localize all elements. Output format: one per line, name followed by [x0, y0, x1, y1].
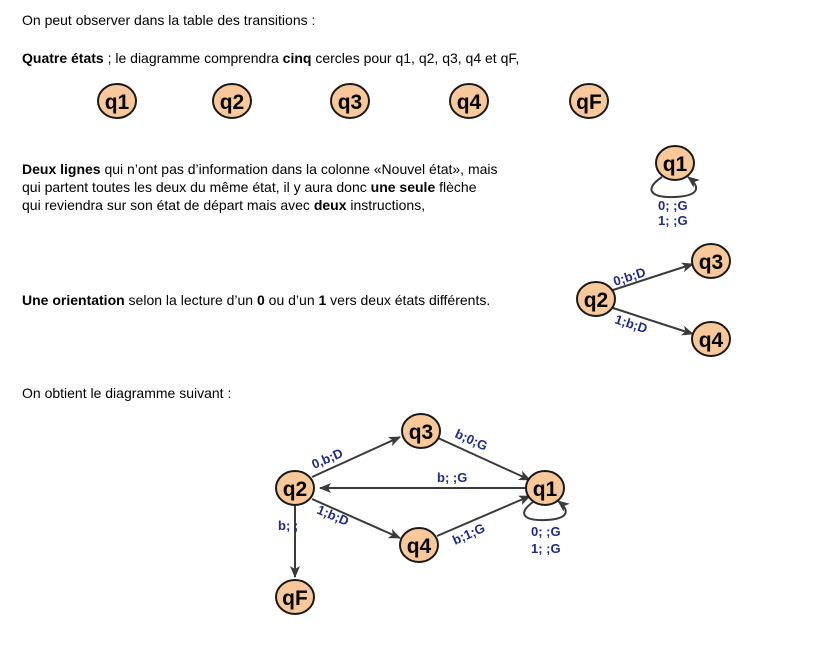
text-run: 1 — [318, 292, 327, 308]
edge-label-q2-q4: 1;b;D — [315, 502, 351, 529]
branch-edge-bottom — [612, 307, 694, 336]
para-loop-line-3: qui reviendra sur son état de départ mai… — [22, 196, 425, 214]
edge-q1-loop — [523, 500, 570, 522]
state-q3-row-label: q3 — [338, 91, 363, 114]
branch-state-q2 — [576, 281, 616, 317]
state-q2-row: q2 — [212, 83, 252, 119]
state-q1-row: q1 — [97, 83, 137, 119]
text-run: ou d’un — [264, 292, 319, 308]
branch-state-q4 — [691, 321, 731, 357]
edge-q2-q3 — [311, 436, 401, 478]
text-run: vers deux états différents. — [326, 292, 491, 308]
final-state-q3-label: q3 — [409, 421, 434, 444]
text-run: une seule — [370, 179, 436, 195]
edge-label-q3-q1: b;0;G — [453, 426, 490, 454]
final-state-qf-label: qF — [282, 587, 308, 610]
para-loop-line-2: qui partent toutes les deux du même état… — [22, 178, 477, 196]
text-run: deux — [313, 197, 347, 213]
edge-label-q1-loop-0: 0; ;G — [531, 524, 561, 539]
text-run: 0 — [256, 292, 265, 308]
edge-label-q1-q2: b; ;G — [437, 470, 467, 485]
edge-q3-q1 — [437, 437, 531, 481]
branch-example: q2 q3 q4 0;b;D 1;b;D — [576, 243, 731, 357]
final-state-q2 — [275, 470, 315, 506]
text-run: selon la lecture d’un — [124, 292, 257, 308]
text-run: qui partent toutes les deux du même état… — [22, 179, 371, 195]
final-diagram: q3 q2 q1 q4 qF 0,b;D b;0;G b; ;G 1;b;D b… — [275, 413, 570, 615]
text-run: qui reviendra sur son état de départ mai… — [22, 197, 314, 213]
state-q3-row: q3 — [330, 83, 370, 119]
loop-example-label-1: 1; ;G — [658, 213, 688, 228]
edge-label-q2-qf: b; ; — [278, 518, 298, 533]
branch-state-q4-label: q4 — [699, 329, 724, 352]
intro-text: On peut observer dans la table des trans… — [22, 12, 316, 28]
text-run: cinq — [282, 50, 312, 66]
state-q1-row-label: q1 — [105, 91, 130, 114]
final-state-q1 — [525, 470, 565, 506]
final-state-qf — [275, 579, 315, 615]
branch-state-q3 — [691, 243, 731, 279]
edge-label-q1-loop-1: 1; ;G — [531, 541, 561, 556]
edge-q4-q1 — [436, 495, 531, 537]
text-run: Une orientation — [22, 292, 125, 308]
text-run: flèche — [435, 179, 477, 195]
loop-example-arrow — [650, 176, 700, 199]
final-state-q1-label: q1 — [533, 478, 558, 501]
edge-q2-q4 — [311, 498, 401, 539]
branch-state-q3-label: q3 — [699, 251, 724, 274]
para-result: On obtient le diagramme suivant : — [22, 385, 232, 401]
para-states: Quatre états ; le diagramme comprendra c… — [22, 49, 519, 67]
text-run: cercles pour q1, q2, q3, q4 et qF, — [311, 50, 520, 66]
states-row: q1 q2 q3 q4 qF — [97, 83, 609, 119]
text-run: ; le diagramme comprendra — [103, 50, 283, 66]
loop-example-state — [655, 145, 695, 181]
text-run: Quatre états — [22, 50, 104, 66]
final-state-q4 — [399, 527, 439, 563]
final-state-q2-label: q2 — [283, 478, 308, 501]
text-run: instructions, — [346, 197, 426, 213]
para-orientation: Une orientation selon la lecture d’un 0 … — [22, 291, 490, 309]
state-q2-row-label: q2 — [220, 91, 245, 114]
state-q4-row: q4 — [449, 83, 489, 119]
para-loop-line-1: Deux lignes qui n’ont pas d’information … — [22, 160, 498, 178]
branch-label-bottom: 1;b;D — [613, 312, 649, 337]
branch-state-q2-label: q2 — [584, 289, 609, 312]
state-qf-row: qF — [569, 83, 609, 119]
text-run: qui n’ont pas d’information dans la colo… — [100, 161, 498, 177]
loop-example: q1 0; ;G 1; ;G — [650, 145, 700, 228]
loop-example-label-0: 0; ;G — [658, 198, 688, 213]
branch-edge-top — [612, 262, 694, 291]
text-run: Deux lignes — [22, 161, 101, 177]
loop-example-state-label: q1 — [663, 153, 688, 176]
final-state-q4-label: q4 — [407, 535, 432, 558]
state-q4-row-label: q4 — [457, 91, 482, 114]
state-qf-row-label: qF — [576, 91, 602, 114]
edge-label-q4-q1: b;1;G — [450, 520, 487, 548]
final-state-q3 — [401, 413, 441, 449]
edge-label-q2-q3: 0,b;D — [309, 445, 345, 472]
